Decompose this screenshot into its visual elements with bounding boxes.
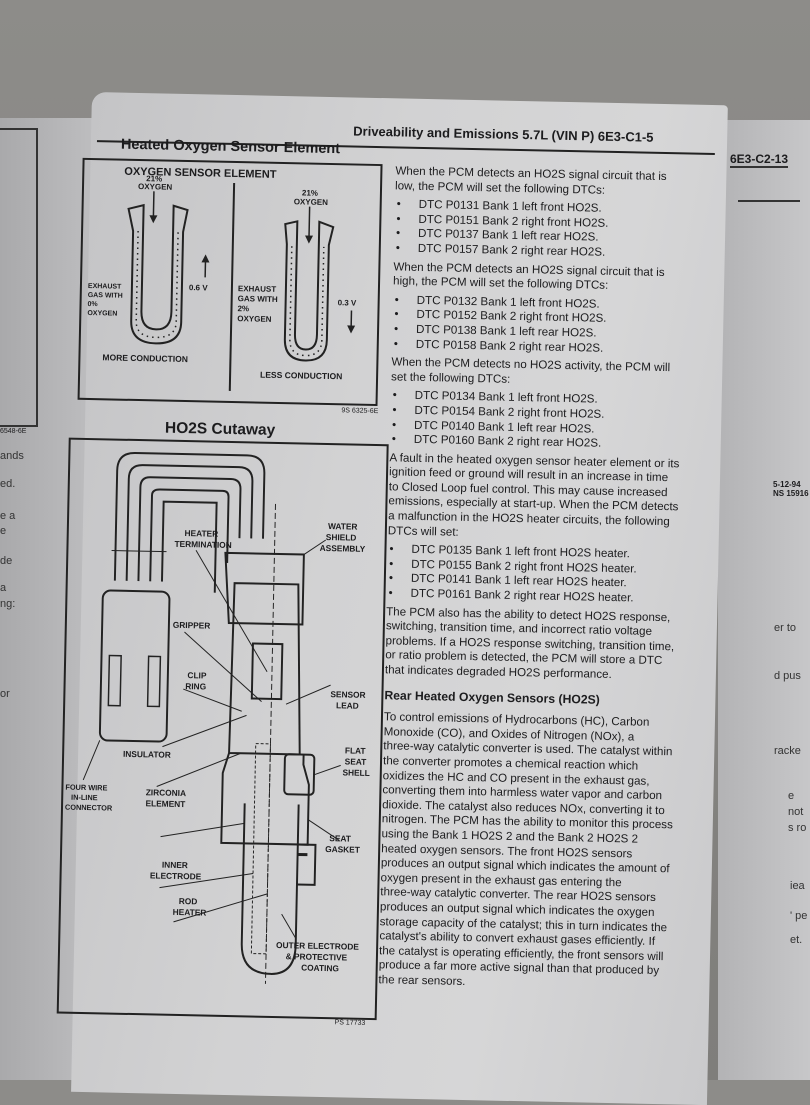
water-shield-label: SHIELD: [326, 532, 357, 543]
four-wire-connector: [100, 590, 170, 741]
body-text-column: When the PCM detects an HO2S signal circ…: [378, 164, 725, 998]
more-conduction-label: MORE CONDUCTION: [102, 352, 188, 364]
clip-ring-label: CLIP: [187, 670, 207, 680]
clip-ring-label: RING: [185, 681, 206, 692]
right-page-text-fragment: not: [788, 806, 803, 818]
rod-heater-label: ROD: [179, 896, 198, 906]
date-code-line: 5-12-94: [773, 480, 809, 489]
left-oxygen-label: OXYGEN: [138, 182, 173, 192]
left-page-text-fragment: ng:: [0, 598, 15, 610]
connector-label: FOUR WIRE: [65, 783, 107, 793]
left-exhaust-label: EXHAUST: [88, 283, 122, 291]
right-oxygen-label: OXYGEN: [294, 197, 329, 207]
flat-seat-shell-label: SHELL: [342, 767, 370, 778]
connector-label: CONNECTOR: [65, 803, 113, 813]
running-header: Driveability and Emissions 5.7L (VIN P) …: [353, 123, 654, 144]
seat-gasket-label: GASKET: [325, 844, 361, 855]
sensor-lead-label: SENSOR: [330, 689, 365, 700]
figure1-caption: 9S 6325-6E: [341, 407, 378, 415]
gripper-label: GRIPPER: [173, 620, 211, 631]
outer-electrode-label: COATING: [301, 962, 339, 973]
paragraph: When the PCM detects an HO2S signal circ…: [393, 260, 724, 296]
flat-seat-shell-label: SEAT: [345, 756, 368, 767]
right-voltage: 0.3 V: [338, 298, 358, 307]
right-page-text-fragment: d pus: [774, 670, 801, 682]
right-page-number: 6E3-C2-13: [730, 152, 788, 168]
right-page-text-fragment: racke: [774, 745, 801, 757]
left-page-text-fragment: a: [0, 582, 6, 594]
right-exhaust-label: OXYGEN: [237, 314, 272, 324]
paragraph: To control emissions of Hydrocarbons (HC…: [378, 710, 714, 994]
heater-termination-label: HEATER: [184, 528, 218, 539]
left-page-text-fragment: or: [0, 688, 10, 700]
less-conduction-label: LESS CONDUCTION: [260, 370, 342, 382]
manual-page: Driveability and Emissions 5.7L (VIN P) …: [71, 92, 728, 1105]
water-shield-label: WATER: [328, 521, 358, 532]
rod-heater-label: HEATER: [173, 907, 207, 918]
flat-seat-shell-label: FLAT: [345, 745, 367, 756]
figure1-title: Heated Oxygen Sensor Element: [121, 137, 340, 158]
left-page-text-fragment: e a: [0, 510, 15, 522]
left-page-caption: 6548-6E: [0, 428, 26, 435]
insulator-label: INSULATOR: [123, 749, 171, 760]
left-page-text-fragment: e: [0, 525, 6, 537]
figure2-title: HO2S Cutaway: [165, 420, 276, 440]
sensor-lead-label: LEAD: [336, 700, 359, 711]
right-oxygen-label: 21%: [302, 188, 318, 197]
left-exhaust-label: GAS WITH: [88, 292, 123, 300]
right-exhaust-label: EXHAUST: [238, 284, 277, 294]
left-page-text-fragment: ands: [0, 450, 24, 462]
zirconia-label: ELEMENT: [145, 798, 186, 809]
left-exhaust-label: OXYGEN: [87, 310, 117, 318]
dtc-list: DTC P0135 Bank 1 left front HO2S heater.…: [386, 543, 717, 608]
oxygen-sensor-element-diagram: OXYGEN SENSOR ELEMENT 21% OXYGEN 0.6 V E…: [78, 158, 383, 406]
water-shield-label: ASSEMBLY: [320, 543, 366, 554]
left-page-text-fragment: de: [0, 555, 12, 567]
paragraph: When the PCM detects an HO2S signal circ…: [395, 164, 726, 200]
section-heading: Rear Heated Oxygen Sensors (HO2S): [384, 688, 714, 710]
right-page-text-fragment: er to: [774, 622, 796, 634]
connector-label: IN-LINE: [71, 793, 98, 803]
sensor-body: [216, 503, 322, 985]
right-page-text-fragment: ' pe: [790, 910, 807, 922]
date-code-line: NS 15916: [773, 489, 809, 498]
seat-gasket-label: SEAT: [329, 833, 352, 844]
dtc-list: DTC P0132 Bank 1 left front HO2S.DTC P01…: [392, 293, 723, 358]
paragraph: A fault in the heated oxygen sensor heat…: [388, 451, 720, 545]
left-page-figure-box: [0, 128, 38, 427]
figure2-caption: PS 17733: [334, 1019, 365, 1027]
right-exhaust-label: GAS WITH: [238, 294, 278, 304]
heater-termination-label: TERMINATION: [174, 539, 231, 550]
outer-electrode-label: OUTER ELECTRODE: [276, 940, 359, 952]
ho2s-cutaway-diagram: HEATER TERMINATION WATER SHIELD ASSEMBLY…: [57, 438, 389, 1021]
dtc-list: DTC P0134 Bank 1 left front HO2S.DTC P01…: [390, 389, 721, 454]
dtc-list: DTC P0131 Bank 1 left front HO2S.DTC P01…: [394, 198, 725, 263]
right-page-text-fragment: iea: [790, 880, 805, 892]
paragraph: When the PCM detects no HO2S activity, t…: [391, 355, 722, 391]
left-sensor-element: [126, 191, 211, 345]
inner-electrode-label: ELECTRODE: [150, 870, 202, 881]
right-page-text-fragment: e: [788, 790, 794, 802]
leader-lines: [80, 535, 345, 939]
outer-electrode-label: & PROTECTIVE: [286, 951, 348, 962]
right-page-text-fragment: et.: [790, 934, 802, 946]
wire-harness: [111, 453, 265, 594]
left-page-text-fragment: ed.: [0, 478, 15, 490]
right-exhaust-label: 2%: [237, 304, 249, 313]
paragraph: The PCM also has the ability to detect H…: [385, 605, 716, 685]
left-exhaust-label: 0%: [87, 301, 98, 308]
inner-electrode-label: INNER: [162, 860, 188, 871]
zirconia-label: ZIRCONIA: [146, 787, 186, 798]
right-page-date-code: 5-12-94 NS 15916: [773, 480, 809, 498]
right-sensor-element: [282, 206, 357, 361]
adjacent-right-page: 6E3-C2-13 5-12-94 NS 15916 er to d pus rac…: [718, 120, 810, 1080]
right-page-text-fragment: s ro: [788, 822, 806, 834]
left-voltage: 0.6 V: [189, 283, 209, 292]
